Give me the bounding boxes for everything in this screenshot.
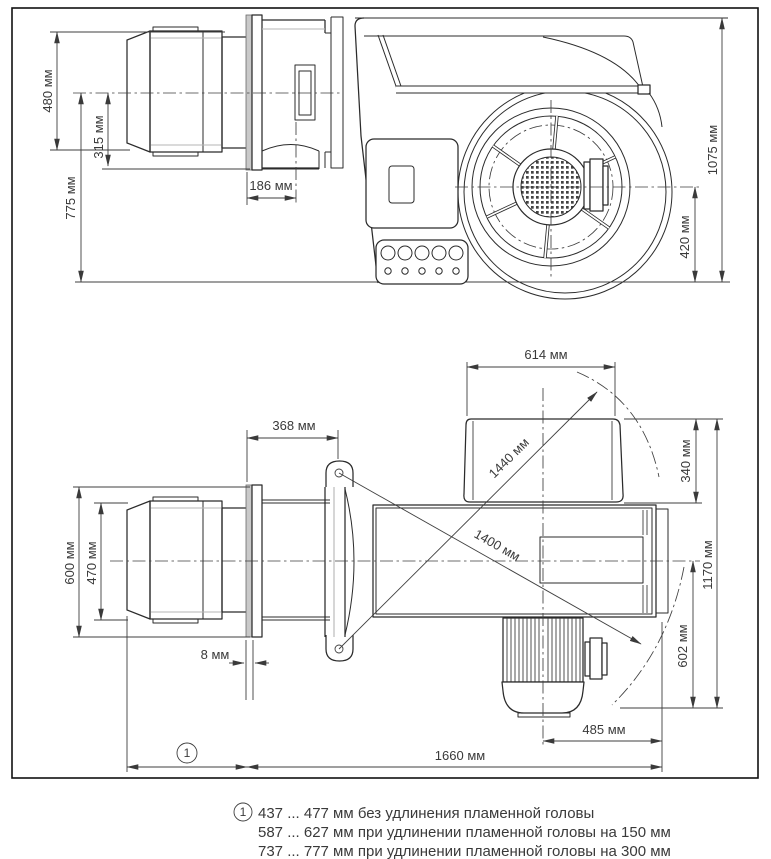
dim-1660: 1660 мм [246,748,663,770]
dim-label-340: 340 мм [678,439,693,482]
dim-1170: 1170 мм [620,418,723,709]
footnote-line-1: 437 ... 477 мм без удлинения пламенной г… [258,805,594,822]
dim-420: 420 мм [677,186,698,283]
dim-label-470: 470 мм [84,541,99,584]
shaft-sensor [583,158,609,212]
side-view-dimensions: 480 мм 315 мм 775 мм 186 мм 1075 мм [40,17,725,283]
footnote-marker: 1 [240,805,247,819]
plan-view-centerlines [110,371,700,745]
dim-480: 480 мм [40,31,225,151]
footnote-marker-circle [233,802,253,822]
dim-label-614: 614 мм [524,347,567,362]
dim-label-186: 186 мм [249,178,292,193]
hinge-lug-bottom [325,635,354,662]
side-view: 480 мм 315 мм 775 мм 186 мм 1075 мм [40,14,730,300]
dim-label-1170: 1170 мм [700,540,715,590]
motor-foot [517,712,571,718]
drawing-border [11,7,759,779]
dim-602: 602 мм [675,560,696,709]
callout-circle [176,742,198,764]
motor-fins-right [547,618,581,682]
air-damper-flap [377,34,403,90]
flame-tube [126,26,248,157]
plan-view-dimensions: 614 мм 368 мм 340 мм 1170 мм [62,347,723,772]
dim-label-368: 368 мм [272,418,315,433]
dim-368: 368 мм [246,418,339,482]
dim-8: 8 мм [201,640,269,700]
dim-186: 186 мм [246,172,297,205]
display-panel [365,138,459,229]
flame-tube-plan [126,496,248,624]
dim-label-8: 8 мм [201,647,230,662]
dim-label-1400: 1400 мм [472,526,523,564]
dim-label-315: 315 мм [91,115,106,158]
front-housing-section [261,16,344,203]
dim-callout-1: 1 [126,616,248,772]
hinge-pin-top [334,468,344,478]
dim-label-485: 485 мм [582,722,625,737]
dim-label-602: 602 мм [675,624,690,667]
dim-label-420: 420 мм [677,215,692,258]
side-view-centerlines [73,92,702,278]
motor-junction-box [584,637,608,680]
footnote-line-2: 587 ... 627 мм при удлинении пламенной г… [258,824,671,841]
panel-buttons [380,245,464,275]
dim-485: 485 мм [542,622,663,772]
air-hood-plan [463,418,624,503]
swing-arc-bottom [611,566,685,706]
dim-614: 614 мм [466,347,616,416]
plan-view: 614 мм 368 мм 340 мм 1170 мм [62,347,723,772]
control-panel [365,138,469,285]
dim-315: 315 мм [91,92,250,170]
dim-600: 600 мм [62,486,250,638]
mounting-flange [245,14,263,171]
dim-label-775: 775 мм [63,176,78,219]
dim-label-480: 480 мм [40,69,55,112]
footnote-line-3: 737 ... 777 мм при удлинении пламенной г… [258,843,671,859]
button-panel [375,239,469,285]
dim-label-1660: 1660 мм [435,748,485,763]
hinge-pin-bottom [334,644,344,654]
swing-arc-top [576,371,660,478]
dim-1075: 1075 мм [705,17,725,283]
dim-label-600: 600 мм [62,541,77,584]
footnote: 1 437 ... 477 мм без удлинения пламенной… [233,802,671,859]
dim-label-1075: 1075 мм [705,125,720,175]
bell-mouth-curve [344,488,355,636]
callout-number: 1 [184,746,191,760]
motor-fins-left [506,618,540,682]
hinge-flange [324,460,355,662]
dim-470: 470 мм [84,502,128,621]
dim-340: 340 мм [624,418,723,504]
dim-775: 775 мм [63,92,84,283]
hinge-lug-top [325,460,354,487]
motor [501,617,608,718]
display-window [388,165,415,204]
